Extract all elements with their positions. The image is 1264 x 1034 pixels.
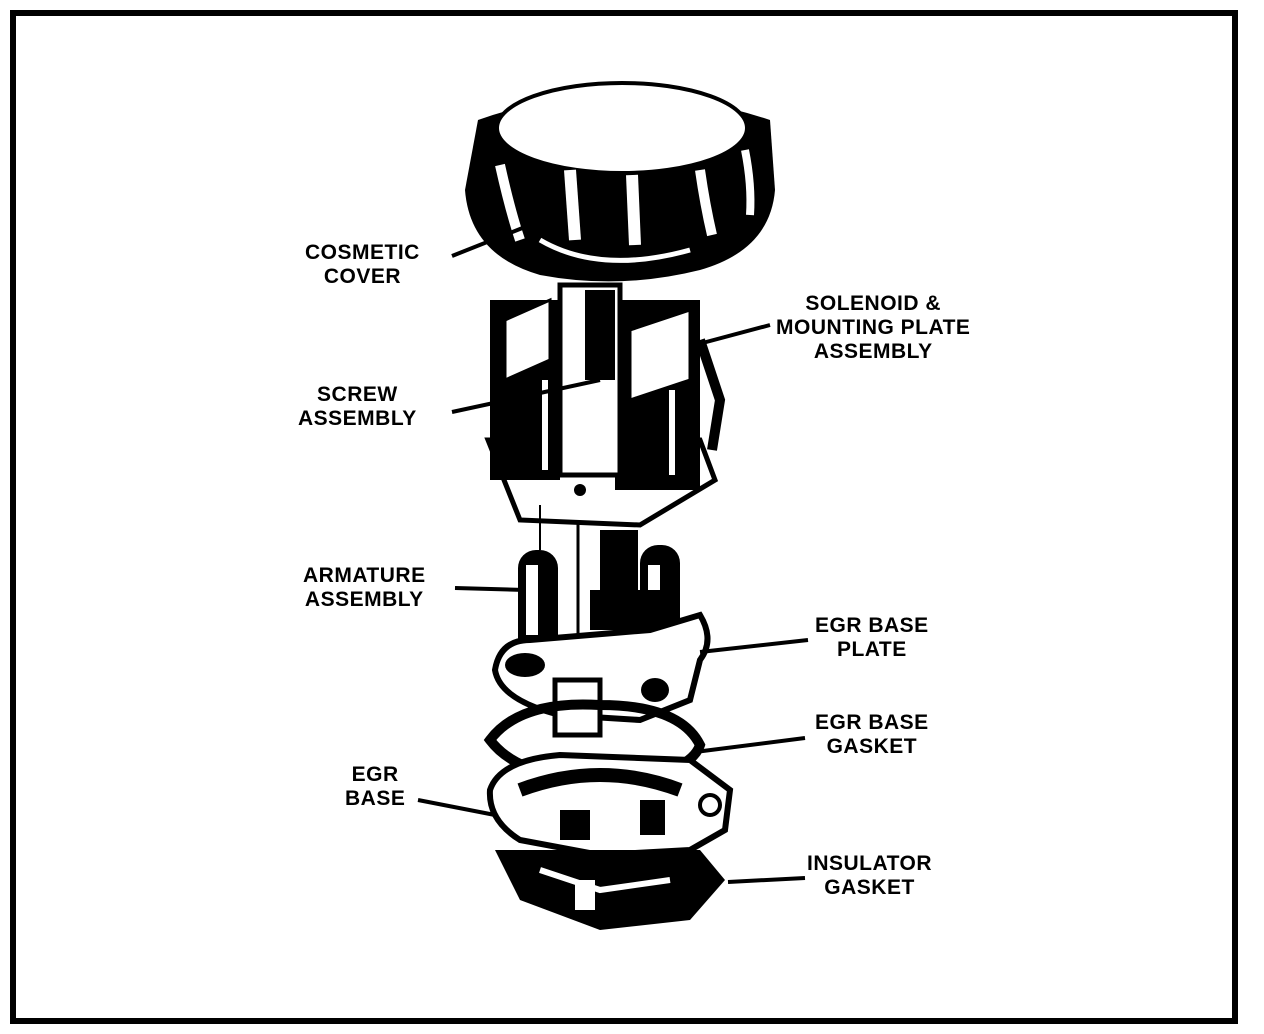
solenoid-part: [484, 282, 726, 528]
label-solenoid-mounting-plate: SOLENOID & MOUNTING PLATE ASSEMBLY: [776, 292, 971, 363]
leader-lines: [417, 223, 809, 884]
cosmetic-cover-part: [465, 81, 775, 282]
leader-screw: [451, 378, 601, 414]
label-screw-assembly: SCREW ASSEMBLY: [298, 383, 417, 430]
leader-armature: [454, 586, 526, 592]
label-egr-base-gasket: EGR BASE GASKET: [815, 711, 929, 758]
leader-insulator-gasket: [727, 876, 806, 884]
label-armature-assembly: ARMATURE ASSEMBLY: [303, 564, 426, 611]
label-egr-base-plate: EGR BASE PLATE: [815, 614, 929, 661]
egr-base-part: [486, 751, 734, 859]
leader-cosmetic-cover: [451, 223, 531, 258]
leader-egr-base-gasket: [694, 736, 806, 754]
armature-part: [518, 505, 680, 680]
label-cosmetic-cover: COSMETIC COVER: [305, 241, 420, 288]
leader-solenoid: [694, 323, 771, 347]
label-egr-base: EGR BASE: [345, 763, 406, 810]
leader-egr-base: [417, 798, 496, 817]
insulator-gasket-part: [495, 850, 725, 930]
leader-egr-base-plate: [699, 638, 809, 654]
label-insulator-gasket: INSULATOR GASKET: [807, 852, 933, 899]
